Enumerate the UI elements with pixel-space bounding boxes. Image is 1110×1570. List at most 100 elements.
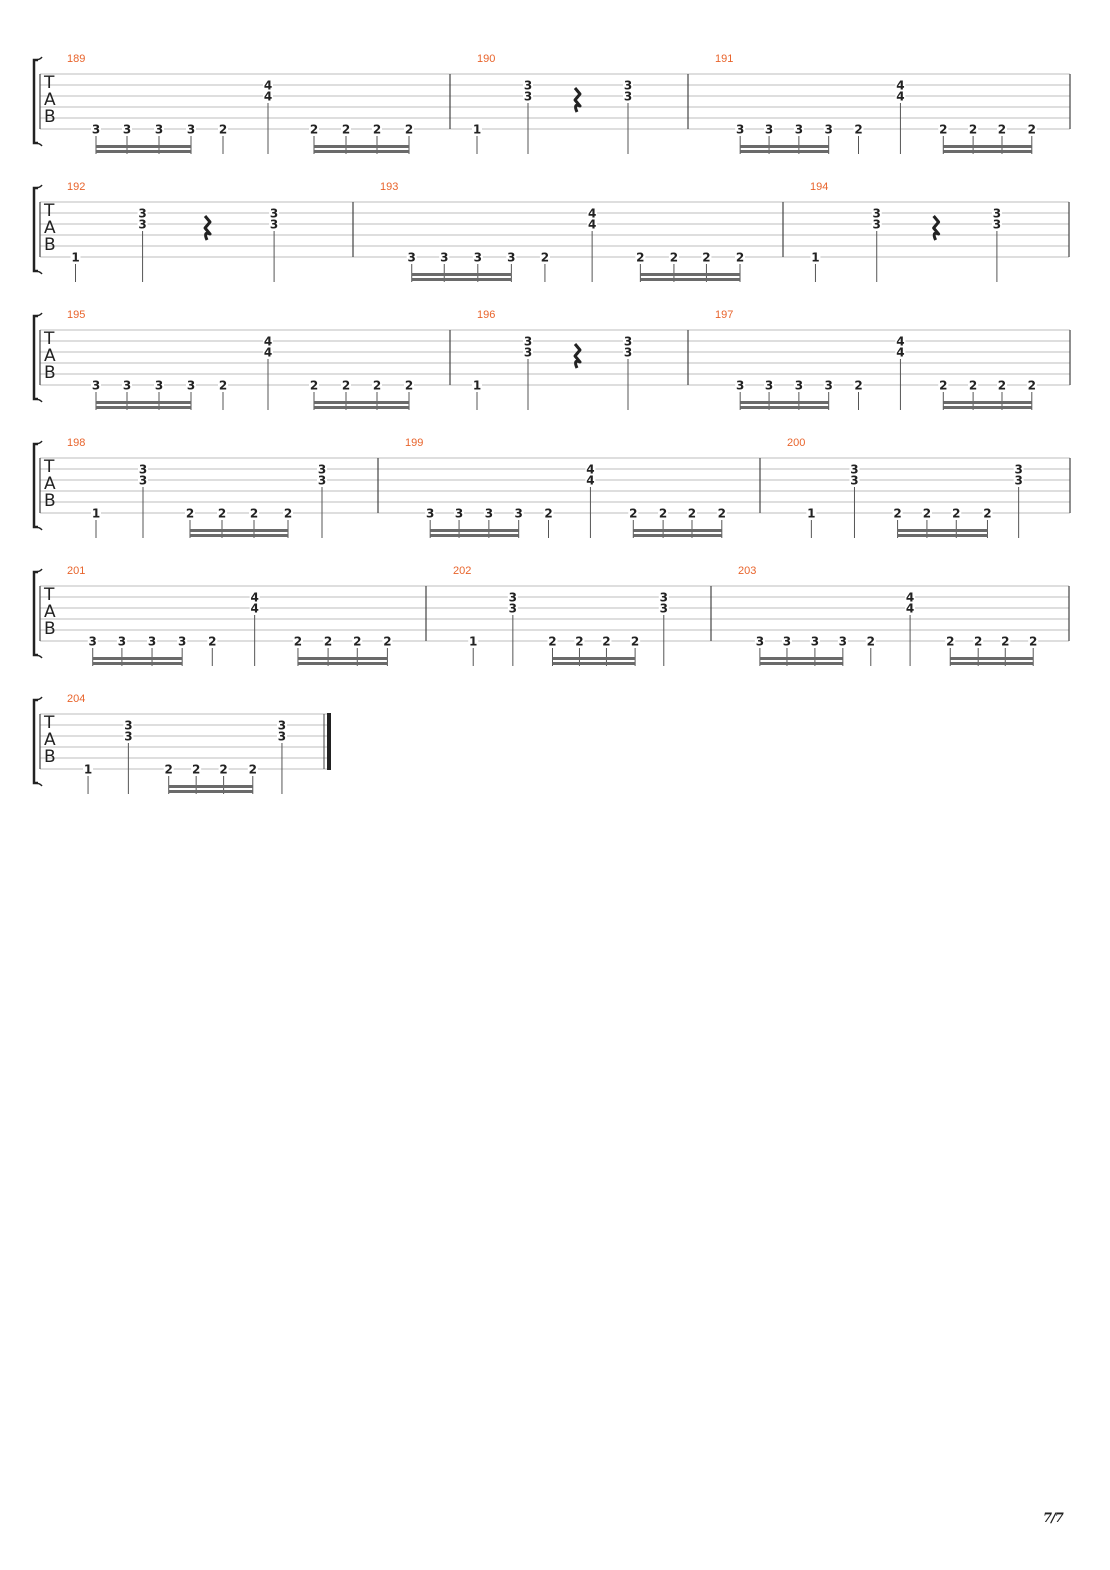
fret-number: 3: [124, 719, 132, 733]
measure-number: 203: [738, 565, 756, 577]
fret-number: 1: [71, 251, 79, 265]
page-number: 7/7: [1043, 1511, 1064, 1526]
beam: [897, 529, 988, 532]
fret-backing: [853, 379, 864, 391]
beam: [897, 534, 988, 537]
fret-backing: [905, 591, 916, 603]
fret-number: 3: [270, 207, 278, 221]
fret-number: 3: [123, 379, 131, 393]
fret-backing: [218, 763, 229, 775]
fret-number: 2: [1028, 379, 1036, 393]
beam: [314, 145, 409, 148]
fret-number: 2: [249, 763, 257, 777]
final-barline-thick: [327, 713, 331, 770]
fret-backing: [83, 763, 94, 775]
fret-backing: [523, 335, 533, 347]
beam: [943, 150, 1032, 153]
beam: [759, 657, 843, 660]
fret-number: 3: [139, 474, 147, 488]
fret-number: 2: [373, 379, 381, 393]
fret-number: 3: [187, 123, 195, 137]
fret-number: 4: [588, 207, 596, 221]
fret-number: 2: [602, 635, 610, 649]
fret-number: 2: [208, 635, 216, 649]
tab-clef-letter-t: T: [43, 329, 55, 349]
fret-number: 3: [993, 218, 1001, 232]
fret-backing: [764, 123, 775, 135]
fret-backing: [439, 251, 450, 263]
fret-number: 2: [548, 635, 556, 649]
fret-backing: [658, 591, 669, 603]
fret-number: 2: [952, 507, 960, 521]
fret-number: 2: [165, 763, 173, 777]
fret-number: 2: [702, 251, 710, 265]
fret-number: 3: [873, 218, 881, 232]
tab-clef-letter-t: T: [43, 585, 55, 605]
fret-number: 3: [138, 218, 146, 232]
beam: [190, 529, 288, 532]
fret-backing: [973, 635, 984, 647]
beam: [759, 662, 843, 665]
fret-backing: [292, 635, 303, 647]
fret-number: 3: [408, 251, 416, 265]
fret-number: 1: [92, 507, 100, 521]
fret-backing: [154, 379, 164, 391]
fret-backing: [623, 335, 633, 347]
fret-number: 3: [524, 90, 532, 104]
fret-number: 2: [541, 251, 549, 265]
measure-number: 193: [380, 181, 398, 193]
fret-number: 3: [509, 602, 517, 616]
fret-number: 3: [270, 218, 278, 232]
fret-number: 2: [893, 507, 901, 521]
fret-number: 2: [969, 123, 977, 137]
fret-number: 3: [178, 635, 186, 649]
fret-backing: [853, 123, 864, 135]
quarter-rest: [932, 215, 941, 241]
fret-backing: [1000, 635, 1011, 647]
fret-backing: [87, 635, 98, 647]
fret-number: 2: [670, 251, 678, 265]
fret-number: 2: [544, 507, 552, 521]
fret-backing: [585, 474, 596, 486]
fret-number: 3: [118, 635, 126, 649]
fret-backing: [539, 251, 550, 263]
fret-backing: [991, 218, 1002, 230]
fret-number: 3: [92, 123, 100, 137]
fret-number: 3: [624, 90, 632, 104]
fret-backing: [263, 79, 273, 91]
fret-number: 2: [310, 379, 318, 393]
fret-backing: [91, 507, 101, 519]
beam: [96, 401, 191, 404]
fret-backing: [623, 90, 633, 102]
measure-number: 196: [477, 309, 495, 321]
system-bracket: [32, 58, 38, 145]
quarter-rest: [573, 343, 582, 369]
system-bracket: [32, 442, 38, 529]
fret-number: 3: [524, 79, 532, 93]
fret-backing: [123, 730, 134, 742]
tab-clef-letter-b: B: [44, 363, 56, 383]
fret-backing: [585, 463, 596, 475]
fret-backing: [483, 507, 494, 519]
fret-number: 1: [473, 123, 481, 137]
fret-number: 3: [138, 207, 146, 221]
fret-backing: [921, 507, 932, 519]
fret-backing: [309, 123, 319, 135]
fret-backing: [764, 379, 775, 391]
fret-number: 3: [455, 507, 463, 521]
fret-number: 2: [575, 635, 583, 649]
fret-backing: [249, 591, 260, 603]
beam: [430, 529, 519, 532]
fret-number: 3: [155, 123, 163, 137]
fret-backing: [218, 123, 228, 135]
fret-backing: [892, 507, 903, 519]
fret-backing: [686, 507, 697, 519]
fret-backing: [982, 507, 993, 519]
fret-number: 2: [939, 123, 947, 137]
